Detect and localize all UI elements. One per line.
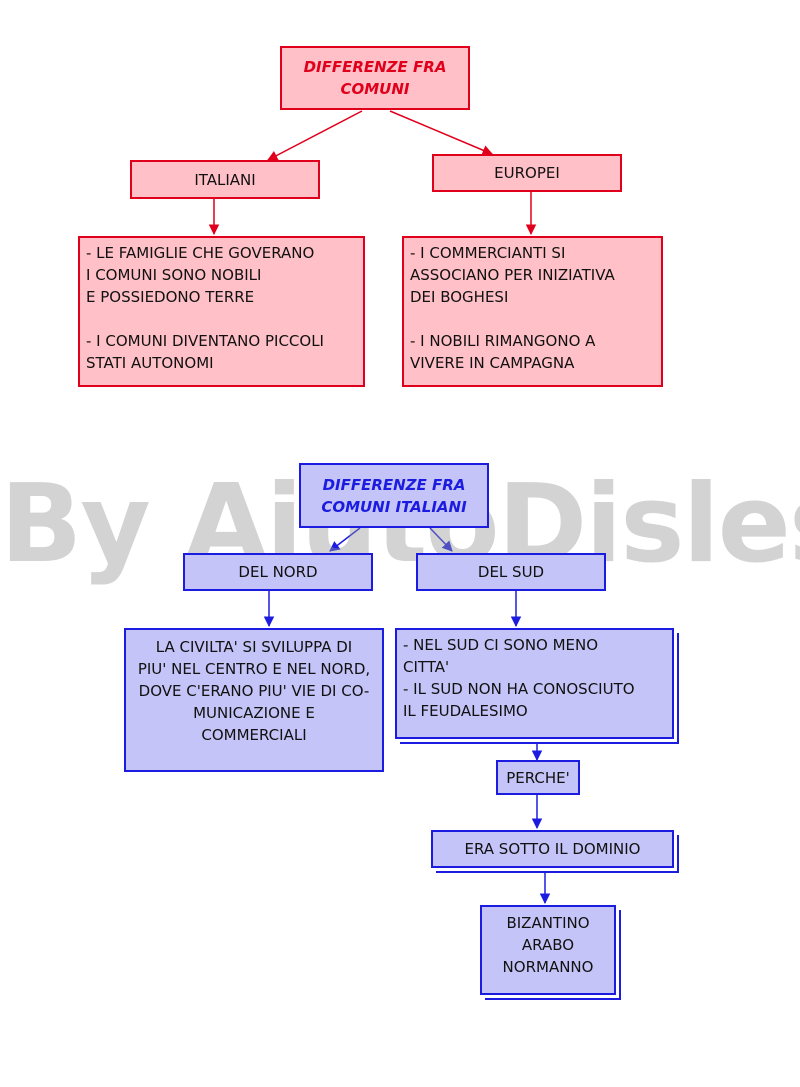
italiani-detail-spacer: [86, 308, 357, 330]
italiani-detail-line: - LE FAMIGLIE CHE GOVERANO: [86, 244, 315, 262]
rulers-box: BIZANTINO ARABO NORMANNO: [480, 905, 616, 995]
italiani-detail-line: STATI AUTONOMI: [86, 354, 214, 372]
sud-detail-line: IL FEUDALESIMO: [403, 702, 528, 720]
sud-detail-line: - NEL SUD CI SONO MENO: [403, 636, 599, 654]
nord-detail-line: DOVE C'ERANO PIU' VIE DI CO-: [138, 682, 370, 700]
perche-label: PERCHE': [506, 768, 570, 787]
arrow-title-to-europei: [389, 110, 493, 156]
sud-box: DEL SUD: [416, 553, 606, 591]
europei-detail-line: - I COMMERCIANTI SI: [410, 244, 566, 262]
italiani-detail-line: E POSSIEDONO TERRE: [86, 288, 255, 306]
nord-details-box: LA CIVILTA' SI SVILUPPA DI PIU' NEL CENT…: [124, 628, 384, 772]
ruler-normanno: NORMANNO: [502, 958, 594, 976]
bottom-title-box: DIFFERENZE FRA COMUNI ITALIANI: [299, 463, 489, 528]
top-title-line-2: COMUNI: [340, 80, 410, 98]
arrow-title-to-italiani: [267, 110, 363, 161]
perche-box: PERCHE': [496, 760, 580, 795]
dominio-label: ERA SOTTO IL DOMINIO: [464, 840, 641, 858]
sud-detail-line: - IL SUD NON HA CONOSCIUTO: [403, 680, 635, 698]
europei-box: EUROPEI: [432, 154, 622, 192]
bottom-title-line-2: COMUNI ITALIANI: [321, 497, 467, 516]
europei-detail-line: DEI BOGHESI: [410, 288, 509, 306]
ruler-arabo: ARABO: [521, 936, 575, 954]
arrow-title-to-sud: [429, 527, 453, 552]
top-title-box: DIFFERENZE FRA COMUNI: [280, 46, 470, 110]
europei-detail-line: VIVERE IN CAMPAGNA: [410, 354, 575, 372]
top-title-line-1: DIFFERENZE FRA: [303, 58, 447, 76]
nord-detail-line: COMMERCIALI: [201, 726, 307, 744]
nord-label: DEL NORD: [238, 563, 318, 581]
europei-detail-line: ASSOCIANO PER INIZIATIVA: [410, 266, 615, 284]
nord-detail-line: PIU' NEL CENTRO E NEL NORD,: [137, 660, 371, 678]
bottom-title-line-1: DIFFERENZE FRA: [322, 475, 466, 494]
dominio-box: ERA SOTTO IL DOMINIO: [431, 830, 674, 868]
italiani-detail-line: - I COMUNI DIVENTANO PICCOLI: [86, 332, 324, 350]
europei-label: EUROPEI: [494, 164, 560, 182]
europei-details-box: - I COMMERCIANTI SI ASSOCIANO PER INIZIA…: [402, 236, 663, 387]
italiani-details-box: - LE FAMIGLIE CHE GOVERANO I COMUNI SONO…: [78, 236, 365, 387]
italiani-label: ITALIANI: [194, 170, 256, 189]
italiani-box: ITALIANI: [130, 160, 320, 199]
sud-details-box: - NEL SUD CI SONO MENO CITTA' - IL SUD N…: [395, 628, 674, 739]
arrow-title-to-nord: [329, 527, 361, 552]
italiani-detail-line: I COMUNI SONO NOBILI: [86, 266, 262, 284]
europei-detail-spacer: [410, 308, 655, 330]
nord-detail-line: LA CIVILTA' SI SVILUPPA DI: [155, 638, 353, 656]
sud-detail-line: CITTA': [403, 658, 450, 676]
europei-detail-line: - I NOBILI RIMANGONO A: [410, 332, 596, 350]
sud-label: DEL SUD: [477, 563, 545, 581]
ruler-bizantino: BIZANTINO: [506, 914, 590, 932]
nord-detail-line: MUNICAZIONE E: [193, 704, 315, 722]
nord-box: DEL NORD: [183, 553, 373, 591]
